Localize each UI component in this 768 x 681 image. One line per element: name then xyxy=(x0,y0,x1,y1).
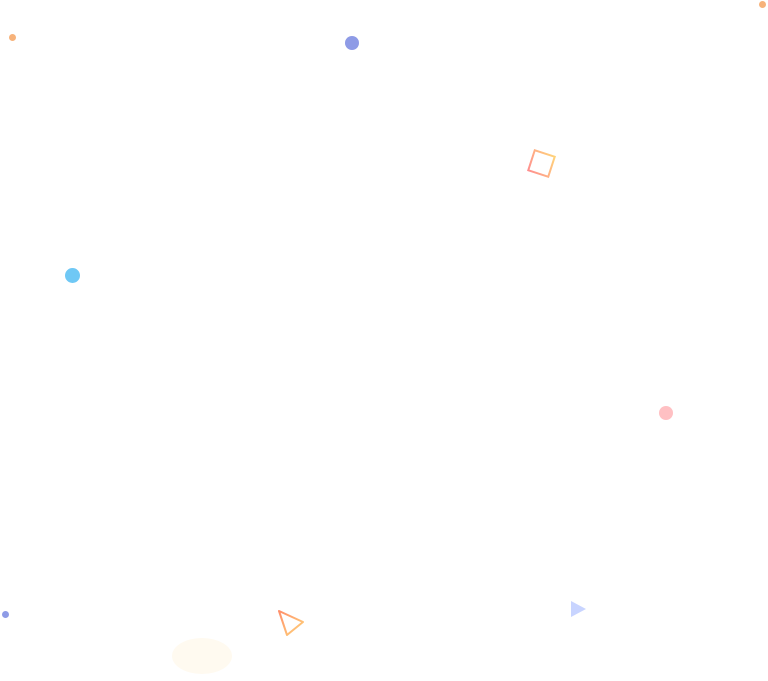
triangle-outline-icon xyxy=(278,610,304,636)
orange-dot-icon xyxy=(9,34,16,41)
orange-dot-icon xyxy=(759,1,766,8)
square-outline-icon xyxy=(527,149,556,178)
purple-dot-icon xyxy=(2,611,9,618)
pink-dot-icon xyxy=(659,406,673,420)
blue-dot-icon xyxy=(65,268,80,283)
triangle-filled-icon xyxy=(571,601,586,617)
purple-dot-icon xyxy=(345,36,359,50)
faint-blob-icon xyxy=(172,638,232,674)
